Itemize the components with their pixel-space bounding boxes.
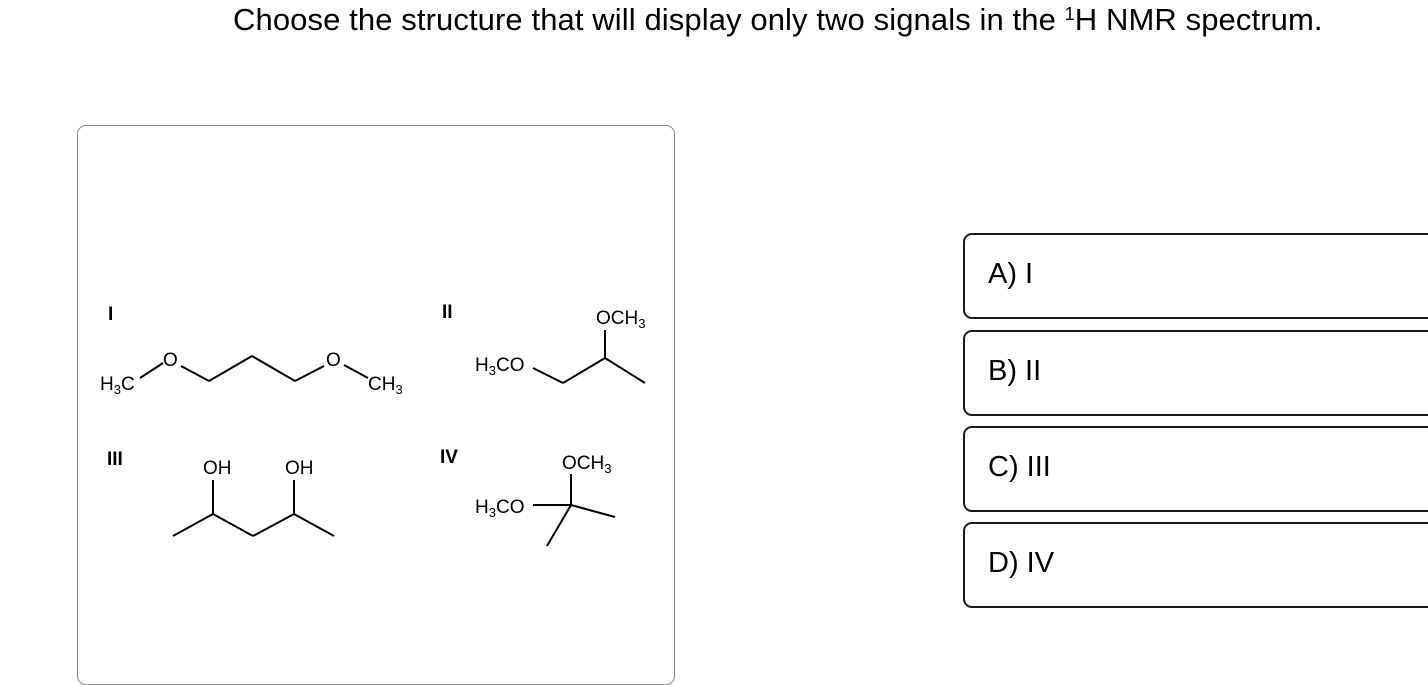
choice-c-button[interactable]: C) III <box>963 426 1428 512</box>
structure-i <box>139 355 369 382</box>
atom-oh-1: OH <box>203 458 232 479</box>
atom-ch3: CH3 <box>368 374 403 397</box>
choice-d-button[interactable]: D) IV <box>963 522 1428 608</box>
atom-h3co-iv: H3CO <box>475 497 524 520</box>
choice-a-label: A) I <box>988 258 1034 290</box>
atom-oh-2: OH <box>285 458 314 479</box>
choice-b-button[interactable]: B) II <box>963 330 1428 416</box>
question-text: Choose the structure that will display o… <box>233 2 1323 37</box>
choice-c-label: C) III <box>988 451 1051 483</box>
atom-o-1: O <box>163 350 178 371</box>
structure-iv <box>533 474 616 547</box>
atom-h3c: H3C <box>100 374 135 397</box>
structure-label-i: I <box>108 304 113 325</box>
choice-a-button[interactable]: A) I <box>963 233 1428 319</box>
atom-och3-ii: OCH3 <box>596 308 645 331</box>
structure-iii <box>172 480 335 537</box>
structure-label-iii: III <box>107 449 123 470</box>
atom-o-2: O <box>326 350 341 371</box>
structure-label-iv: IV <box>440 447 458 468</box>
choice-d-label: D) IV <box>988 547 1055 579</box>
structure-ii <box>532 330 646 384</box>
atom-h3co-ii: H3CO <box>475 355 524 378</box>
atom-och3-iv: OCH3 <box>562 453 611 476</box>
structure-label-ii: II <box>442 302 453 323</box>
choice-b-label: B) II <box>988 355 1042 387</box>
structures-drawing: I H3C O O CH3 II OCH3 H3CO III OH OH IV <box>100 302 646 547</box>
